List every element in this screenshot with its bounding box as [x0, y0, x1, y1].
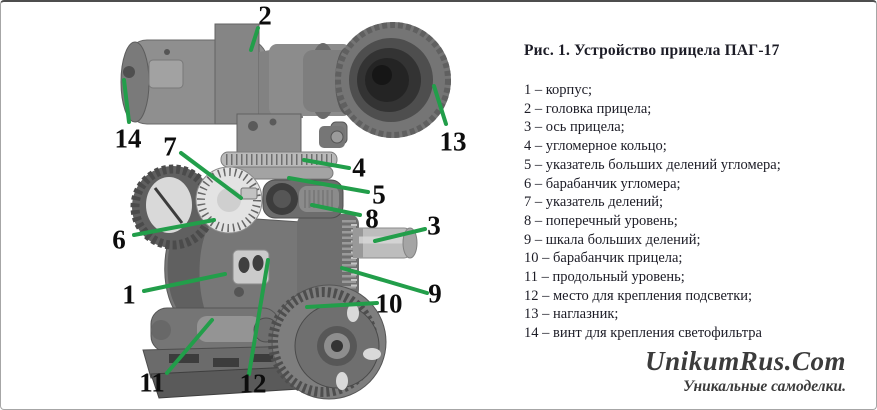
- callout-number-12: 12: [240, 369, 267, 399]
- sight-drum: [268, 284, 387, 400]
- callout-line-1: [142, 272, 227, 293]
- callout-line-12: [247, 258, 270, 376]
- callout-line-7: [179, 151, 243, 200]
- callout-line-2: [249, 26, 260, 52]
- legend-item: 1 – корпус;: [524, 82, 593, 98]
- callout-number-9: 9: [428, 279, 442, 309]
- callout-number-11: 11: [139, 368, 165, 398]
- eyepiece-assembly: [269, 22, 451, 145]
- figure-title: Рис. 1. Устройство прицела ПАГ-17: [524, 42, 780, 59]
- legend-item: 12 – место для крепления подсветки;: [524, 287, 753, 304]
- goniometer-drum: [130, 164, 263, 250]
- figure-legend: Рис. 1. Устройство прицела ПАГ-17 1 – ко…: [524, 42, 864, 343]
- legend-item: 10 – барабанчик прицела;: [524, 250, 683, 267]
- callout-line-8: [310, 203, 362, 217]
- callout-number-2: 2: [258, 2, 272, 31]
- legend-item: 6 – барабанчик угломера;: [524, 175, 681, 192]
- callout-number-6: 6: [112, 225, 126, 255]
- callout-line-14: [122, 78, 131, 124]
- callout-line-4: [302, 158, 351, 170]
- divisions-pointer: [240, 187, 258, 200]
- callout-line-5: [287, 176, 370, 194]
- watermark-tagline: Уникальные самоделки.: [683, 378, 846, 395]
- legend-item: 14 – винт для крепления светофильтра: [524, 325, 762, 342]
- legend-item: 9 – шкала больших делений;: [524, 231, 701, 248]
- callout-line-13: [432, 84, 448, 126]
- legend-item: 11 – продольный уровень;: [524, 269, 685, 286]
- legend-item: 7 – указатель делений;: [524, 194, 664, 211]
- legend-item: 3 – ось прицела;: [524, 119, 625, 136]
- callout-number-14: 14: [115, 124, 142, 154]
- callout-number-10: 10: [376, 289, 403, 319]
- callout-line-10: [305, 301, 379, 309]
- watermark: UnikumRus.Com Уникальные самоделки.: [645, 348, 846, 396]
- callout-number-7: 7: [163, 132, 177, 162]
- callout-line-3: [373, 227, 427, 243]
- callout-line-11: [165, 318, 214, 375]
- callout-number-13: 13: [440, 127, 467, 157]
- callout-layer: 2 14 7 45 13 6 8 3 1 9 10 11 12: [112, 2, 466, 399]
- callout-line-6: [132, 218, 216, 237]
- legend-item: 5 – указатель больших делений угломера;: [524, 156, 781, 173]
- scale-big-divisions: [342, 220, 357, 292]
- legend-item: 4 – угломерное кольцо;: [524, 138, 667, 155]
- filter-screw: [123, 66, 135, 78]
- legend-item: 8 – поперечный уровень;: [524, 212, 678, 229]
- angle-ring: [220, 151, 338, 180]
- callout-number-1: 1: [122, 280, 136, 310]
- callout-number-3: 3: [427, 211, 441, 241]
- callout-number-5: 5: [372, 180, 386, 210]
- light-mount: [232, 249, 270, 285]
- watermark-site: UnikumRus.Com: [645, 346, 846, 376]
- callout-number-8: 8: [365, 204, 379, 234]
- legend-item: 2 – головка прицела;: [524, 100, 652, 117]
- callout-line-9: [340, 266, 429, 295]
- callout-number-4: 4: [352, 153, 366, 183]
- legend-list: 1 – корпус; 2 – головка прицела; 3 – ось п…: [524, 81, 864, 343]
- legend-item: 13 – наглазник;: [524, 306, 619, 323]
